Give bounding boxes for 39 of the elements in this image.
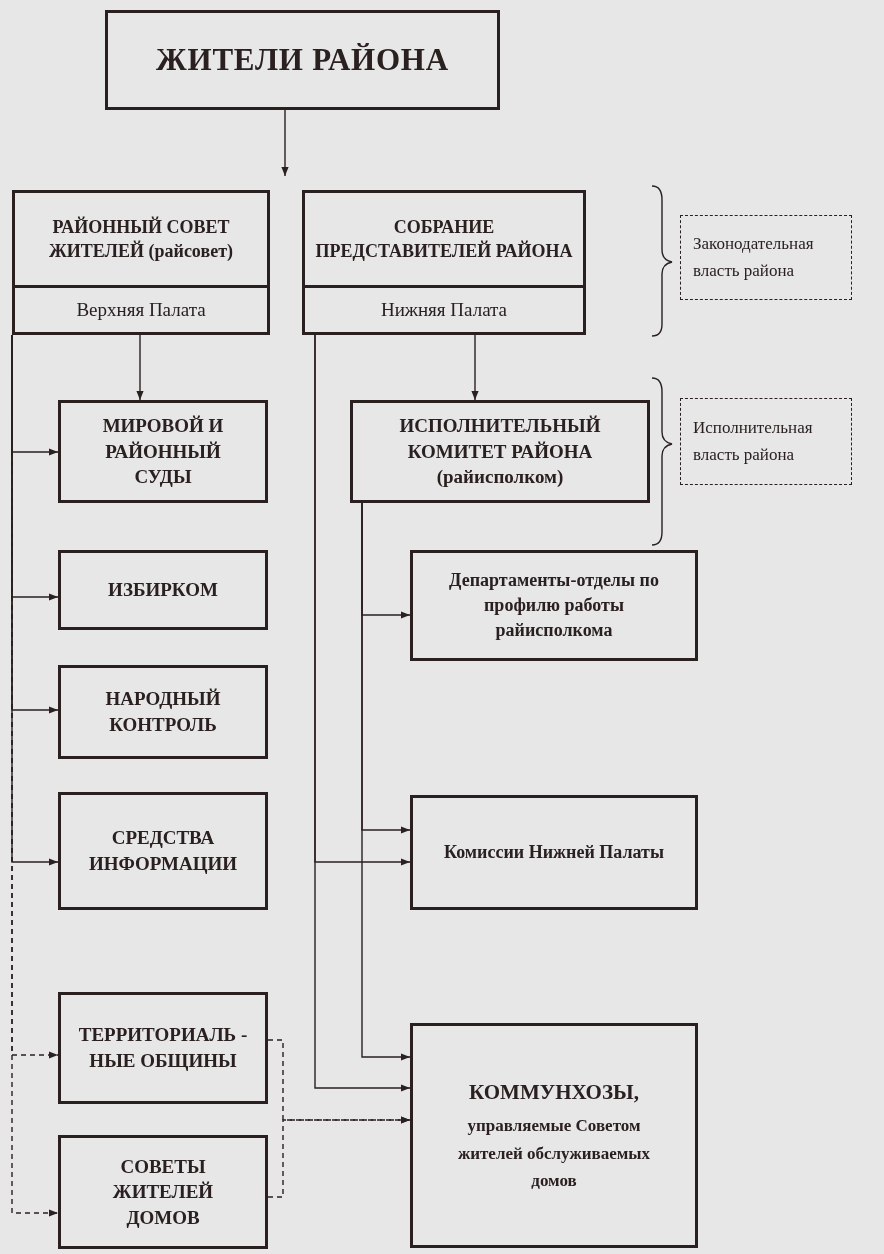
body-box (58, 992, 268, 1104)
arrow (361, 502, 411, 1061)
box-text: ИСПОЛНИТЕЛЬНЫЙ КОМИТЕТ РАЙОНА (райисполком) (398, 414, 602, 490)
body-box (410, 795, 698, 910)
box-text: ИЗБИРКОМ (108, 578, 218, 603)
note-text: Законодательная власть района (693, 233, 815, 282)
body-box (350, 400, 650, 503)
arrow (471, 334, 479, 401)
body-box (410, 550, 698, 661)
arrow (267, 1116, 411, 1198)
box-text: СОВЕТЫ ЖИТЕЛЕЙ ДОМОВ (111, 1154, 215, 1230)
heading-text: РАЙОННЫЙ СОВЕТ ЖИТЕЛЕЙ (райсовет) (48, 215, 234, 263)
arrow (281, 109, 289, 177)
chamber-label: Верхняя Палата (76, 297, 206, 322)
body-box (58, 400, 268, 503)
body-box (58, 792, 268, 910)
box-text: ЖИТЕЛИ РАЙОНА (156, 40, 449, 79)
body-box (58, 665, 268, 759)
box-text: СРЕДСТВА ИНФОРМАЦИИ (87, 826, 239, 876)
title-box (105, 10, 500, 110)
box-text: МИРОВОЙ И РАЙОННЫЙ СУДЫ (101, 414, 225, 490)
box-subtext: управляемые Советом жителей обслуживаемых домов (456, 1115, 652, 1192)
chamber-label: Нижняя Палата (380, 297, 508, 322)
body-box (410, 1023, 698, 1248)
chamber-box (12, 190, 270, 335)
heading-text: СОБРАНИЕ ПРЕДСТАВИТЕЛЕЙ РАЙОНА (314, 215, 574, 263)
dashed-note-box (680, 215, 852, 300)
box-text: КОММУНХОЗЫ, (469, 1078, 639, 1106)
arrow (136, 334, 144, 401)
body-box (58, 550, 268, 630)
body-box (58, 1135, 268, 1249)
dashed-note-box (680, 398, 852, 485)
arrow (314, 334, 411, 1092)
box-text: ТЕРРИТОРИАЛЬ - НЫЕ ОБЩИНЫ (77, 1023, 249, 1073)
box-text: НАРОДНЫЙ КОНТРОЛЬ (104, 687, 222, 737)
note-text: Исполнительная власть района (693, 417, 814, 466)
box-text: Департаменты-отделы по профилю работы райисполкома (448, 568, 660, 643)
chamber-box (302, 190, 586, 335)
box-text: Комиссии Нижней Палаты (444, 840, 664, 864)
